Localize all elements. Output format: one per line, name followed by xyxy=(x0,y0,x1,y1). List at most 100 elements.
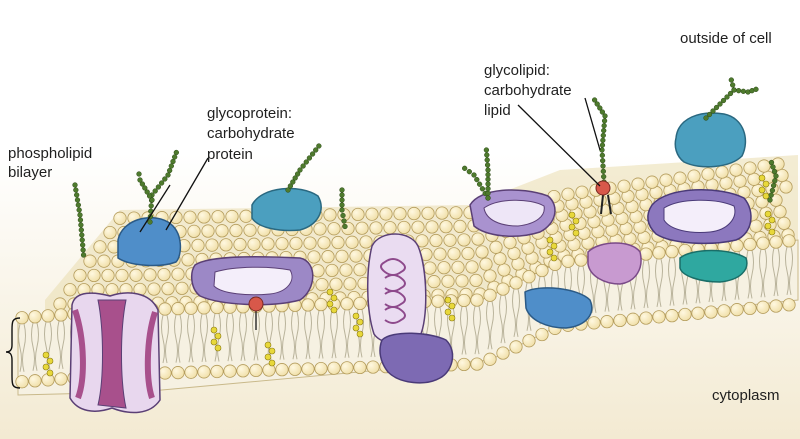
lipid-head-upper xyxy=(574,253,588,267)
lipid-head xyxy=(449,206,463,220)
lipid-head-lower xyxy=(171,366,185,380)
lipid-head-lower xyxy=(184,365,198,379)
lipid-head xyxy=(479,257,493,271)
lipid-head-upper xyxy=(28,310,42,324)
bottom-protein-blue xyxy=(524,287,593,329)
lipid-head-upper xyxy=(171,302,185,316)
lipid-head xyxy=(339,263,353,277)
lipid-head-lower xyxy=(769,299,783,313)
lipid-head-lower xyxy=(470,357,484,371)
lipid-head xyxy=(425,220,439,234)
cholesterol-bead xyxy=(550,254,558,262)
cholesterol-bead xyxy=(326,288,334,296)
lipid-head-lower xyxy=(301,362,315,376)
cholesterol-bead xyxy=(214,344,222,352)
lipid-head-lower xyxy=(717,304,731,318)
label-glycoprotein-protein: protein xyxy=(207,146,253,163)
lipid-head xyxy=(115,268,129,283)
cholesterol-bead xyxy=(758,186,766,194)
lipid-head xyxy=(493,252,507,266)
lipid-head xyxy=(365,207,379,221)
cholesterol-bead xyxy=(768,228,776,236)
lipid-head xyxy=(729,163,743,177)
lipid-head-lower xyxy=(223,364,237,378)
cholesterol-bead xyxy=(444,296,452,304)
cholesterol-bead xyxy=(352,324,360,332)
lipid-head xyxy=(219,238,233,252)
lipid-head-upper xyxy=(301,298,315,312)
lipid-head xyxy=(483,269,497,283)
lipid-head xyxy=(437,261,451,275)
lipid-head-lower xyxy=(249,363,263,377)
lipid-head-lower xyxy=(743,301,757,316)
lipid-head-lower xyxy=(509,340,523,354)
lipid-head xyxy=(147,282,161,296)
carbohydrate-chains xyxy=(72,77,779,258)
lipid-head-lower xyxy=(587,316,601,330)
lipid-head xyxy=(645,175,659,189)
lipid-head xyxy=(355,221,369,235)
lipid-tail xyxy=(291,311,299,360)
lipid-head-lower xyxy=(210,364,224,379)
bottom-protein-teal xyxy=(679,249,748,283)
cholesterol-bead xyxy=(762,180,770,188)
cholesterol-bead xyxy=(214,332,222,340)
lipid-head xyxy=(191,238,205,252)
carbohydrate-chain xyxy=(483,147,491,201)
lipid-head xyxy=(311,264,325,278)
lipid-head xyxy=(349,249,363,263)
lipid-head xyxy=(103,225,117,240)
lipid-head xyxy=(733,174,747,188)
lipid-head-lower xyxy=(704,305,718,319)
lipid-head xyxy=(335,249,349,263)
glycolipid-head-right xyxy=(595,180,611,196)
lipid-head xyxy=(379,207,393,221)
surface-protein-teal-right xyxy=(674,112,747,168)
carbohydrate-chain xyxy=(136,171,155,203)
cholesterol-bead xyxy=(352,312,360,320)
lipid-head xyxy=(757,159,771,173)
cholesterol-bead xyxy=(764,210,772,218)
lipid-head-lower xyxy=(626,312,640,326)
cholesterol-bead xyxy=(550,242,558,250)
lipid-head xyxy=(451,260,465,274)
lipid-head-lower xyxy=(158,366,172,380)
lipid-head xyxy=(443,233,457,247)
lipid-head xyxy=(175,281,189,295)
lipid-head xyxy=(83,254,97,268)
glycoprotein-blue xyxy=(117,217,182,267)
lipid-head xyxy=(497,263,511,277)
lipid-head xyxy=(201,224,215,238)
carbohydrate-chain xyxy=(767,159,779,203)
lipid-head-lower xyxy=(366,360,380,374)
lipid-tail xyxy=(746,250,754,299)
lipid-head-upper xyxy=(509,276,523,290)
lipid-head xyxy=(561,187,575,201)
lipid-tail xyxy=(343,309,351,358)
lipid-head xyxy=(747,172,761,186)
lipid-tail xyxy=(18,323,26,372)
lipid-head xyxy=(779,180,793,194)
channel-protein-left xyxy=(69,292,161,414)
lipid-head xyxy=(617,179,631,193)
cholesterol-bead xyxy=(764,222,772,230)
lipid-tail xyxy=(200,313,208,363)
lipid-tail xyxy=(252,312,260,361)
lipid-head-upper xyxy=(314,297,328,312)
lipid-head-upper xyxy=(340,297,354,311)
lipid-head-upper xyxy=(665,245,679,259)
cholesterol-bead xyxy=(330,294,338,302)
peripheral-protein-purple xyxy=(190,255,314,306)
lipid-head xyxy=(289,236,303,250)
lipid-head xyxy=(421,206,435,220)
lipid-tail xyxy=(330,310,338,359)
label-glycolipid: glycolipid: xyxy=(484,62,550,79)
lipid-head xyxy=(229,223,243,238)
lipid-head xyxy=(393,207,407,221)
lipid-head xyxy=(247,237,261,251)
lipid-head-lower xyxy=(28,374,42,388)
lipid-head xyxy=(435,206,449,220)
lipid-head xyxy=(397,220,411,235)
lipid-head xyxy=(423,261,437,275)
lipid-head-upper xyxy=(210,300,224,315)
